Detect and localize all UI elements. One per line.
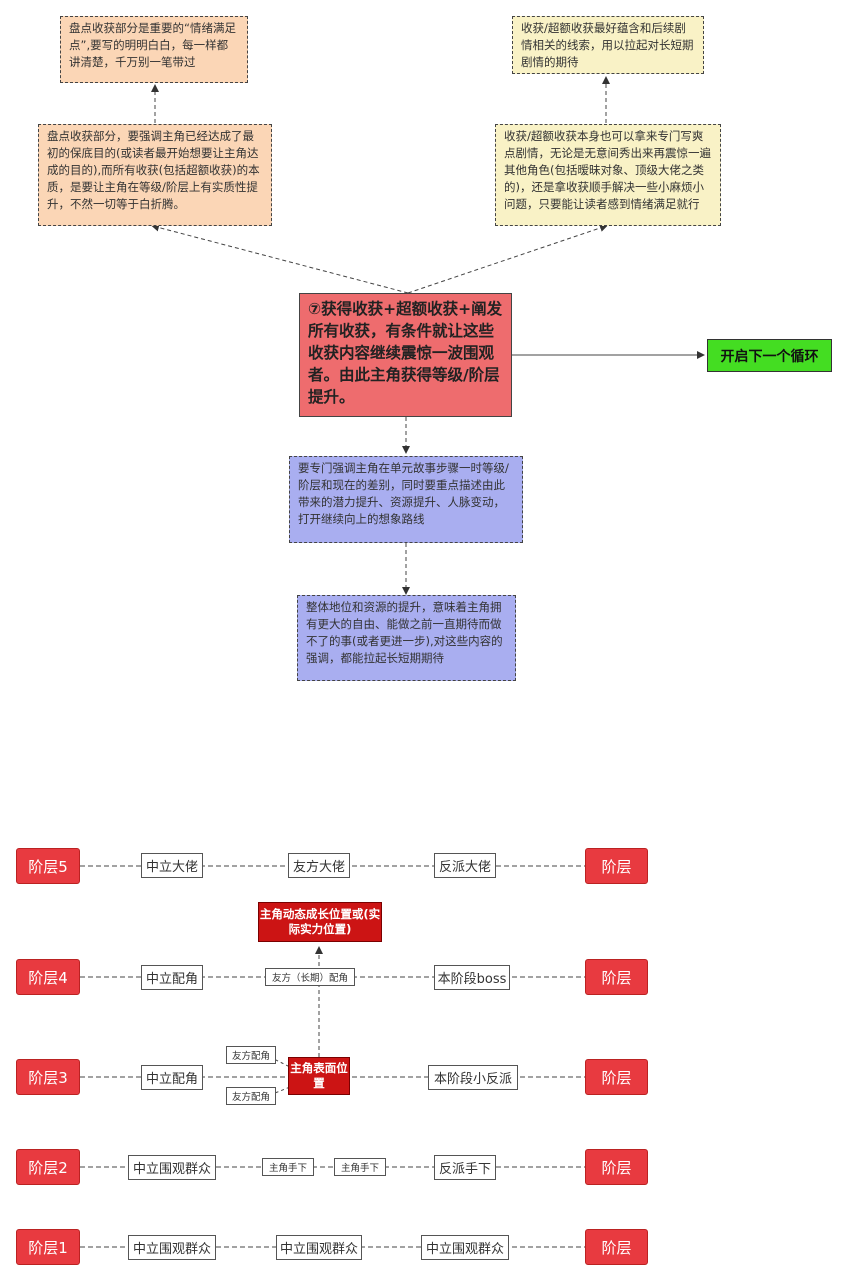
next-cycle-node: 开启下一个循环 xyxy=(707,339,832,372)
row2-protagonist-minion-2: 主角手下 xyxy=(334,1158,386,1176)
row4-ally-support: 友方（长期）配角 xyxy=(265,968,355,986)
tier-label-5: 阶层5 xyxy=(16,848,80,884)
note-emotion-satisfaction: 盘点收获部分是重要的“情绪满足点”,要写的明明白白，每一样都讲清楚，千万别一笔带… xyxy=(60,16,248,83)
row1-neutral-crowd-2: 中立围观群众 xyxy=(276,1235,362,1260)
tier-label-2: 阶层2 xyxy=(16,1149,80,1185)
protagonist-surface-position: 主角表面位置 xyxy=(288,1057,350,1095)
note-harvest-payoff: 收获/超额收获本身也可以拿来专门写爽点剧情，无论是无意间秀出来再震惊一遍其他角色… xyxy=(495,124,721,226)
tier-label-4: 阶层4 xyxy=(16,959,80,995)
row1-neutral-crowd-3: 中立围观群众 xyxy=(421,1235,509,1260)
note-status-freedom: 整体地位和资源的提升，意味着主角拥有更大的自由、能做之前一直期待而做不了的事(或… xyxy=(297,595,516,681)
row3-ally-support-top: 友方配角 xyxy=(226,1046,276,1064)
row3-ally-support-bottom: 友方配角 xyxy=(226,1087,276,1105)
note-tier-difference: 要专门强调主角在单元故事步骤一时等级/阶层和现在的差别，同时要重点描述由此带来的… xyxy=(289,456,523,543)
note-harvest-review: 盘点收获部分，要强调主角已经达成了最初的保底目的(或读者最开始想要让主角达成的目… xyxy=(38,124,272,226)
tier-right-3: 阶层 xyxy=(585,1059,648,1095)
row5-neutral-boss: 中立大佬 xyxy=(141,853,203,878)
row3-neutral-support: 中立配角 xyxy=(141,1065,203,1090)
tier-right-1: 阶层 xyxy=(585,1229,648,1265)
tier-right-5: 阶层 xyxy=(585,848,648,884)
tier-label-1: 阶层1 xyxy=(16,1229,80,1265)
row4-stage-boss: 本阶段boss xyxy=(434,965,510,990)
note-harvest-clues: 收获/超额收获最好蕴含和后续剧情相关的线索，用以拉起对长短期剧情的期待 xyxy=(512,16,704,74)
main-step-node: ⑦获得收获+超额收获+阐发所有收获，有条件就让这些收获内容继续震惊一波围观者。由… xyxy=(299,293,512,417)
row2-protagonist-minion-1: 主角手下 xyxy=(262,1158,314,1176)
tier-label-3: 阶层3 xyxy=(16,1059,80,1095)
arrow-main-right xyxy=(407,224,608,294)
row3-stage-minor-villain: 本阶段小反派 xyxy=(428,1065,518,1090)
arrow-main-left xyxy=(151,223,409,294)
row1-neutral-crowd-1: 中立围观群众 xyxy=(128,1235,216,1260)
tier-right-4: 阶层 xyxy=(585,959,648,995)
row4-neutral-support: 中立配角 xyxy=(141,965,203,990)
protagonist-dynamic-position: 主角动态成长位置或(实际实力位置) xyxy=(258,902,382,942)
row2-villain-minion: 反派手下 xyxy=(434,1155,496,1180)
row5-ally-boss: 友方大佬 xyxy=(288,853,350,878)
tier-right-2: 阶层 xyxy=(585,1149,648,1185)
row3-branch-top xyxy=(269,1056,291,1068)
row2-neutral-crowd: 中立围观群众 xyxy=(128,1155,216,1180)
row5-villain-boss: 反派大佬 xyxy=(434,853,496,878)
